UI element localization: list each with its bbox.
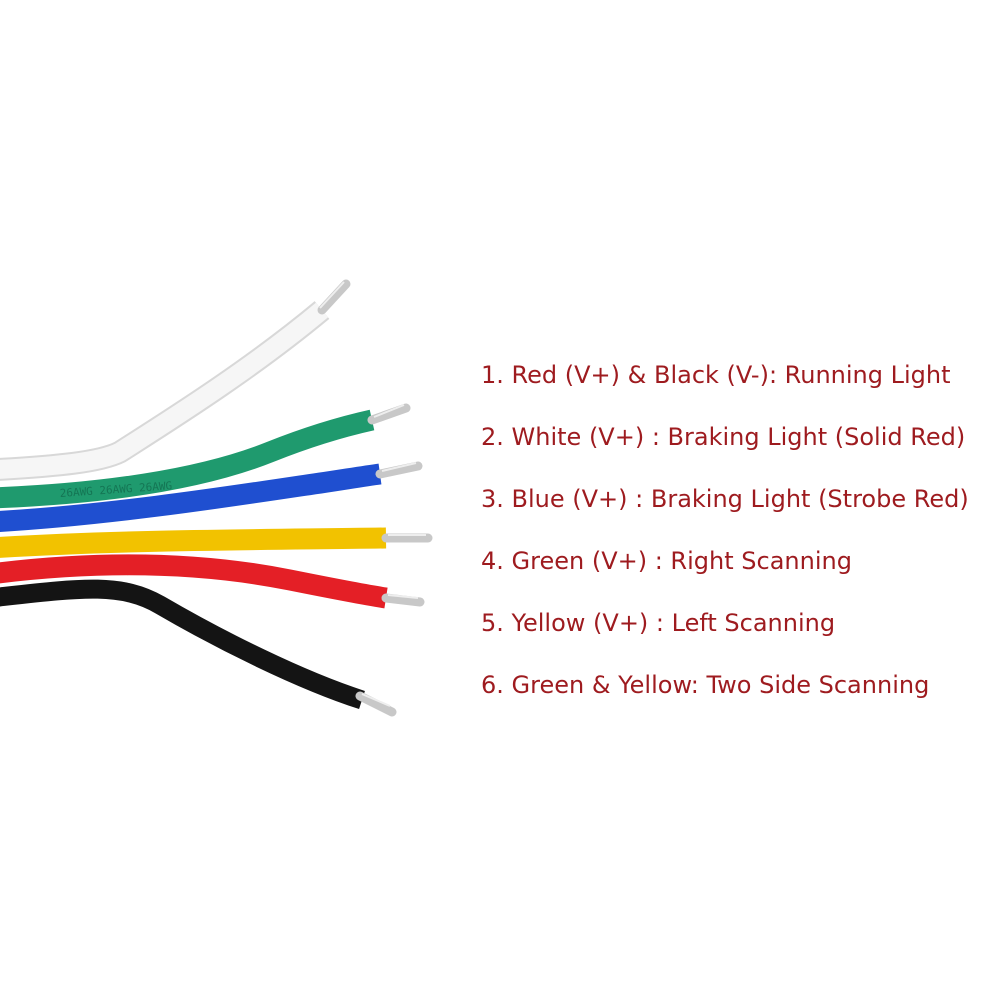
black-wire xyxy=(0,579,397,717)
wire-label-6: 6. Green & Yellow: Two Side Scanning xyxy=(481,671,930,699)
wire-label-2: 2. White (V+) : Braking Light (Solid Red… xyxy=(481,423,966,451)
wire-function-list: 1. Red (V+) & Black (V-): Running Light … xyxy=(481,344,969,716)
blue-wire xyxy=(0,461,423,532)
wire-label-1: 1. Red (V+) & Black (V-): Running Light xyxy=(481,361,951,389)
wire-label-3: 3. Blue (V+) : Braking Light (Strobe Red… xyxy=(481,485,969,513)
yellow-wire xyxy=(0,527,433,558)
white-wire xyxy=(0,279,351,481)
wire-label-4: 4. Green (V+) : Right Scanning xyxy=(481,547,852,575)
wire-label-5: 5. Yellow (V+) : Left Scanning xyxy=(481,609,836,637)
red-wire xyxy=(0,554,425,609)
green-wire: 26AWG 26AWG 26AWG xyxy=(0,403,411,509)
